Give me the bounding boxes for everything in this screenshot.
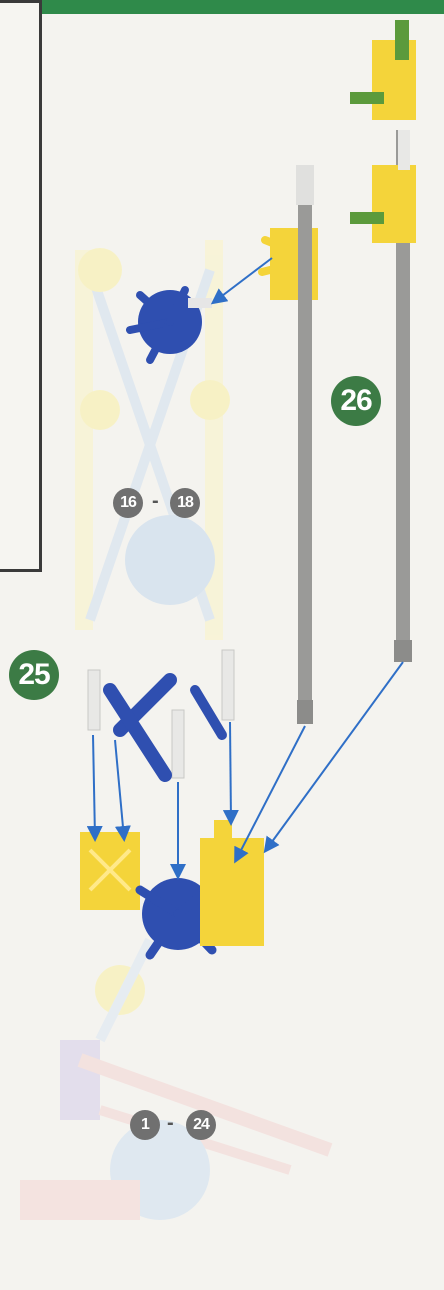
arrow-step26-b	[236, 726, 305, 860]
blue-connector-top	[130, 290, 212, 360]
gray-rod-left	[296, 165, 314, 724]
ref-badge-24: 24	[186, 1110, 216, 1140]
yellow-connector-small-left	[80, 832, 140, 910]
arrow-step25-d	[230, 722, 231, 822]
yellow-connector-bottom-right	[200, 820, 264, 946]
arrow-step26-c	[266, 662, 403, 850]
yellow-connector-lower	[350, 130, 416, 243]
blue-rods-x	[110, 680, 222, 775]
arrow-step25-a	[93, 735, 95, 838]
ref-badge-1: 1	[130, 1110, 160, 1140]
arrow-step25-b	[115, 740, 124, 838]
step-26-badge: 26	[331, 376, 381, 426]
ref-range-b-dash: -	[167, 1112, 174, 1135]
step-25-badge: 25	[9, 650, 59, 700]
ref-badge-16: 16	[113, 488, 143, 518]
yellow-connector-upper	[350, 20, 416, 120]
ref-badge-18: 18	[170, 488, 200, 518]
ref-range-a-dash: -	[152, 490, 159, 513]
